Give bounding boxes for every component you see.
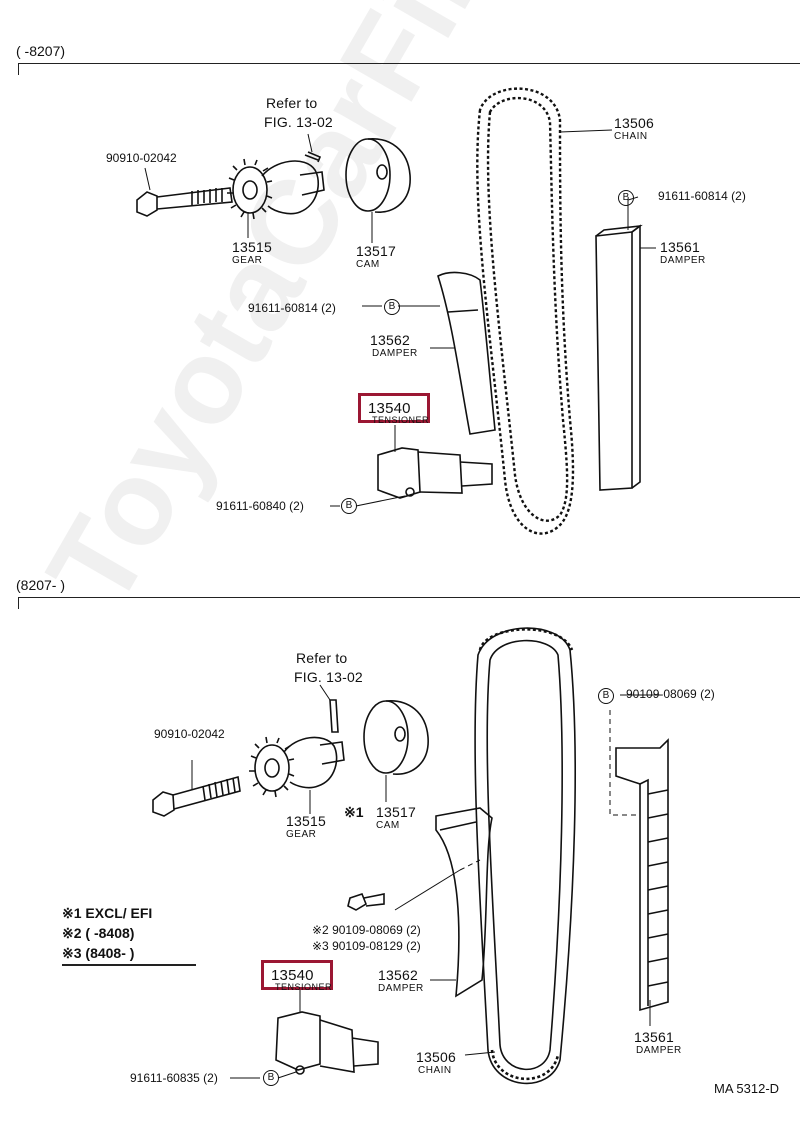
top-section-header: ( -8207) [16, 43, 66, 59]
bottom-cam-label: CAM [376, 820, 400, 831]
bottom-gear-label: GEAR [286, 829, 317, 840]
note-after-8408: ※3 (8408- ) [62, 945, 135, 961]
top-section-rule [18, 63, 800, 64]
top-tensioner-part-number: 13540 [368, 400, 411, 417]
top-tensioner-label: TENSIONER [372, 415, 430, 425]
bottom-section-header: (8207- ) [16, 577, 66, 593]
damper-right-drawing-top [595, 224, 643, 491]
small-bolt-drawing-bottom [347, 893, 385, 911]
bolt-drawing-bottom [152, 775, 241, 817]
top-chain-label: CHAIN [614, 131, 648, 142]
notes-underline [62, 964, 196, 966]
top-cam-label: CAM [356, 259, 380, 270]
bottom-damper-left-label: DAMPER [378, 983, 424, 994]
bolt-drawing-top [136, 187, 233, 217]
bottom-damper-right-bolt-part-number: 90109-08069 (2) [626, 687, 715, 701]
bottom-chain-part-number: 13506 [416, 1049, 456, 1065]
top-damper-left-bolt-mark: B [384, 299, 400, 315]
bottom-section-rule [18, 597, 800, 598]
damper-right-drawing-bottom [615, 738, 669, 1012]
top-damper-right-label: DAMPER [660, 255, 706, 266]
top-chain-part-number: 13506 [614, 115, 654, 131]
top-damper-left-label: DAMPER [372, 348, 418, 359]
note-excl-efi: ※1 EXCL/ EFI [62, 905, 153, 921]
bottom-tensioner-bolt-mark: B [263, 1070, 279, 1086]
chain-drawing-bottom [474, 627, 576, 1085]
bottom-cam-note-mark: ※1 [344, 804, 364, 820]
bottom-gear-part-number: 13515 [286, 813, 326, 829]
bottom-damper-right-part-number: 13561 [634, 1029, 674, 1045]
bottom-refer-line1: Refer to [296, 650, 348, 666]
damper-left-drawing-bottom [435, 807, 493, 998]
note-before-8408: ※2 ( -8408) [62, 925, 135, 941]
top-section-edge [18, 63, 19, 75]
bottom-tensioner-bolt-part-number: 91611-60835 (2) [130, 1071, 218, 1085]
bottom-section-edge [18, 597, 19, 609]
top-tensioner-bolt-part-number: 91611-60840 (2) [216, 499, 304, 513]
bottom-refer-line2: FIG. 13-02 [294, 669, 363, 685]
bottom-damper-left-bolt-b: ※3 90109-08129 (2) [312, 939, 421, 953]
bottom-damper-left-bolt-a: ※2 90109-08069 (2) [312, 923, 421, 937]
bottom-damper-left-part-number: 13562 [378, 967, 418, 983]
top-damper-left-bolt-part-number: 91611-60814 (2) [248, 301, 336, 315]
top-refer-line1: Refer to [266, 95, 318, 111]
figure-code: MA 5312-D [714, 1081, 780, 1096]
bottom-tensioner-highlight [261, 960, 333, 990]
bottom-chain-label: CHAIN [418, 1065, 452, 1076]
top-cam-part-number: 13517 [356, 243, 396, 259]
top-gear-label: GEAR [232, 255, 263, 266]
top-bolt-part-number: 90910-02042 [106, 151, 177, 165]
bottom-damper-right-bolt-mark: B [598, 688, 614, 704]
bottom-tensioner-label: TENSIONER [275, 982, 333, 992]
tensioner-drawing-bottom [275, 1011, 379, 1075]
gear-drawing-bottom [249, 699, 345, 798]
top-damper-right-bolt-part-number: 91611-60814 (2) [658, 189, 746, 203]
tensioner-drawing-top [377, 447, 493, 499]
damper-left-drawing-top [437, 271, 496, 435]
top-gear-part-number: 13515 [232, 239, 272, 255]
top-refer-line2: FIG. 13-02 [264, 114, 333, 130]
top-tensioner-highlight [358, 393, 430, 423]
top-damper-right-part-number: 13561 [660, 239, 700, 255]
gear-drawing-top [227, 151, 325, 220]
cam-drawing-bottom [363, 700, 429, 775]
top-damper-left-part-number: 13562 [370, 332, 410, 348]
chain-drawing-top [476, 87, 575, 535]
bottom-cam-part-number: 13517 [376, 804, 416, 820]
bottom-tensioner-part-number: 13540 [271, 967, 314, 984]
bottom-damper-right-label: DAMPER [636, 1045, 682, 1056]
cam-drawing-top [345, 138, 411, 213]
top-damper-right-bolt-mark: B [618, 190, 634, 206]
bottom-bolt-part-number: 90910-02042 [154, 727, 225, 741]
top-tensioner-bolt-mark: B [341, 498, 357, 514]
